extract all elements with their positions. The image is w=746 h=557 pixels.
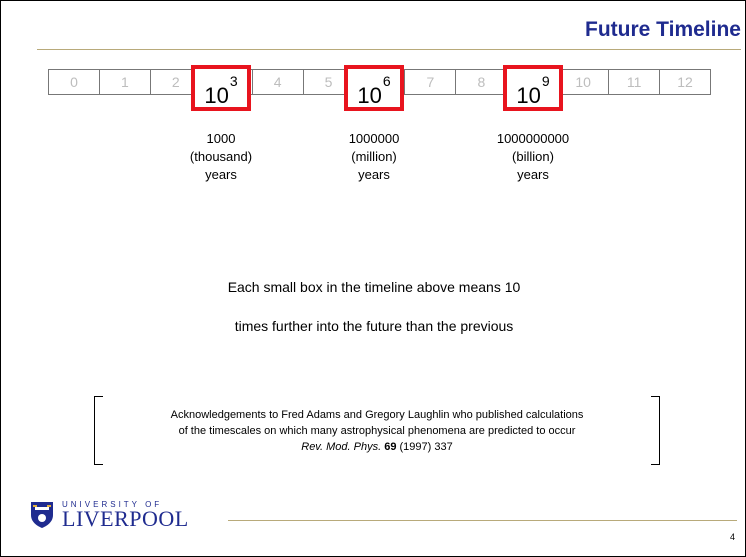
right-bracket (651, 396, 660, 465)
highlight-10-power-3: 10 3 (191, 65, 251, 111)
highlight-10-power-9: 10 9 (503, 65, 563, 111)
power-exponent: 9 (541, 73, 550, 89)
power-base: 10 (357, 83, 382, 108)
logo-liverpool: LIVERPOOL (62, 506, 189, 531)
acknowledgement-text: Acknowledgements to Fred Adams and Grego… (94, 407, 660, 455)
logo-university-of: UNIVERSITY OF (62, 500, 163, 509)
caption-billion: 1000000000 (billion) years (473, 130, 593, 184)
timeline-cell: 8 (456, 70, 508, 94)
journal-year-page: (1997) 337 (399, 441, 453, 453)
crest-icon (31, 501, 53, 528)
ack-citation: Rev. Mod. Phys. 69 (1997) 337 (94, 439, 660, 455)
caption-unit: years (205, 167, 237, 182)
timeline-cell: 0 (49, 70, 100, 94)
caption-million: 1000000 (million) years (314, 130, 434, 184)
caption-number: 1000000 (348, 131, 400, 146)
caption-word: (million) (351, 149, 397, 164)
timeline-cell: 10 (558, 70, 610, 94)
logo-text: UNIVERSITY OF LIVERPOOL (62, 500, 189, 531)
caption-unit: years (358, 167, 390, 182)
bottom-divider (228, 520, 737, 521)
page-number: 4 (729, 532, 735, 542)
power-exponent: 6 (382, 73, 391, 89)
timeline-cell: 4 (253, 70, 304, 94)
acknowledgement-box: Acknowledgements to Fred Adams and Grego… (94, 396, 660, 465)
caption-number: 1000000000 (496, 131, 570, 146)
power-base: 10 (516, 83, 541, 108)
journal-volume: 69 (384, 441, 397, 453)
caption-unit: years (517, 167, 549, 182)
ack-line-1: Acknowledgements to Fred Adams and Grego… (170, 409, 584, 421)
power-base: 10 (204, 83, 229, 108)
timeline-cell: 7 (405, 70, 457, 94)
timeline-cell: 1 (100, 70, 151, 94)
timeline-cell: 12 (677, 74, 693, 90)
caption-thousand: 1000 (thousand) years (161, 130, 281, 184)
highlight-10-power-6: 10 6 (344, 65, 404, 111)
explanation-line-1: Each small box in the timeline above mea… (227, 279, 521, 295)
university-logo: UNIVERSITY OF LIVERPOOL (30, 500, 189, 531)
left-bracket (94, 396, 103, 465)
power-exponent: 3 (229, 73, 238, 89)
timeline-cell: 11 (609, 70, 661, 94)
slide-title: Future Timeline (585, 18, 741, 41)
explanation-line-2: times further into the future than the p… (234, 318, 514, 334)
caption-number: 1000 (206, 131, 236, 146)
caption-word: (billion) (512, 149, 554, 164)
ack-line-2: of the timescales on which many astrophy… (178, 425, 576, 437)
caption-word: (thousand) (189, 149, 253, 164)
top-divider (37, 49, 741, 50)
journal-name: Rev. Mod. Phys. (301, 441, 382, 453)
